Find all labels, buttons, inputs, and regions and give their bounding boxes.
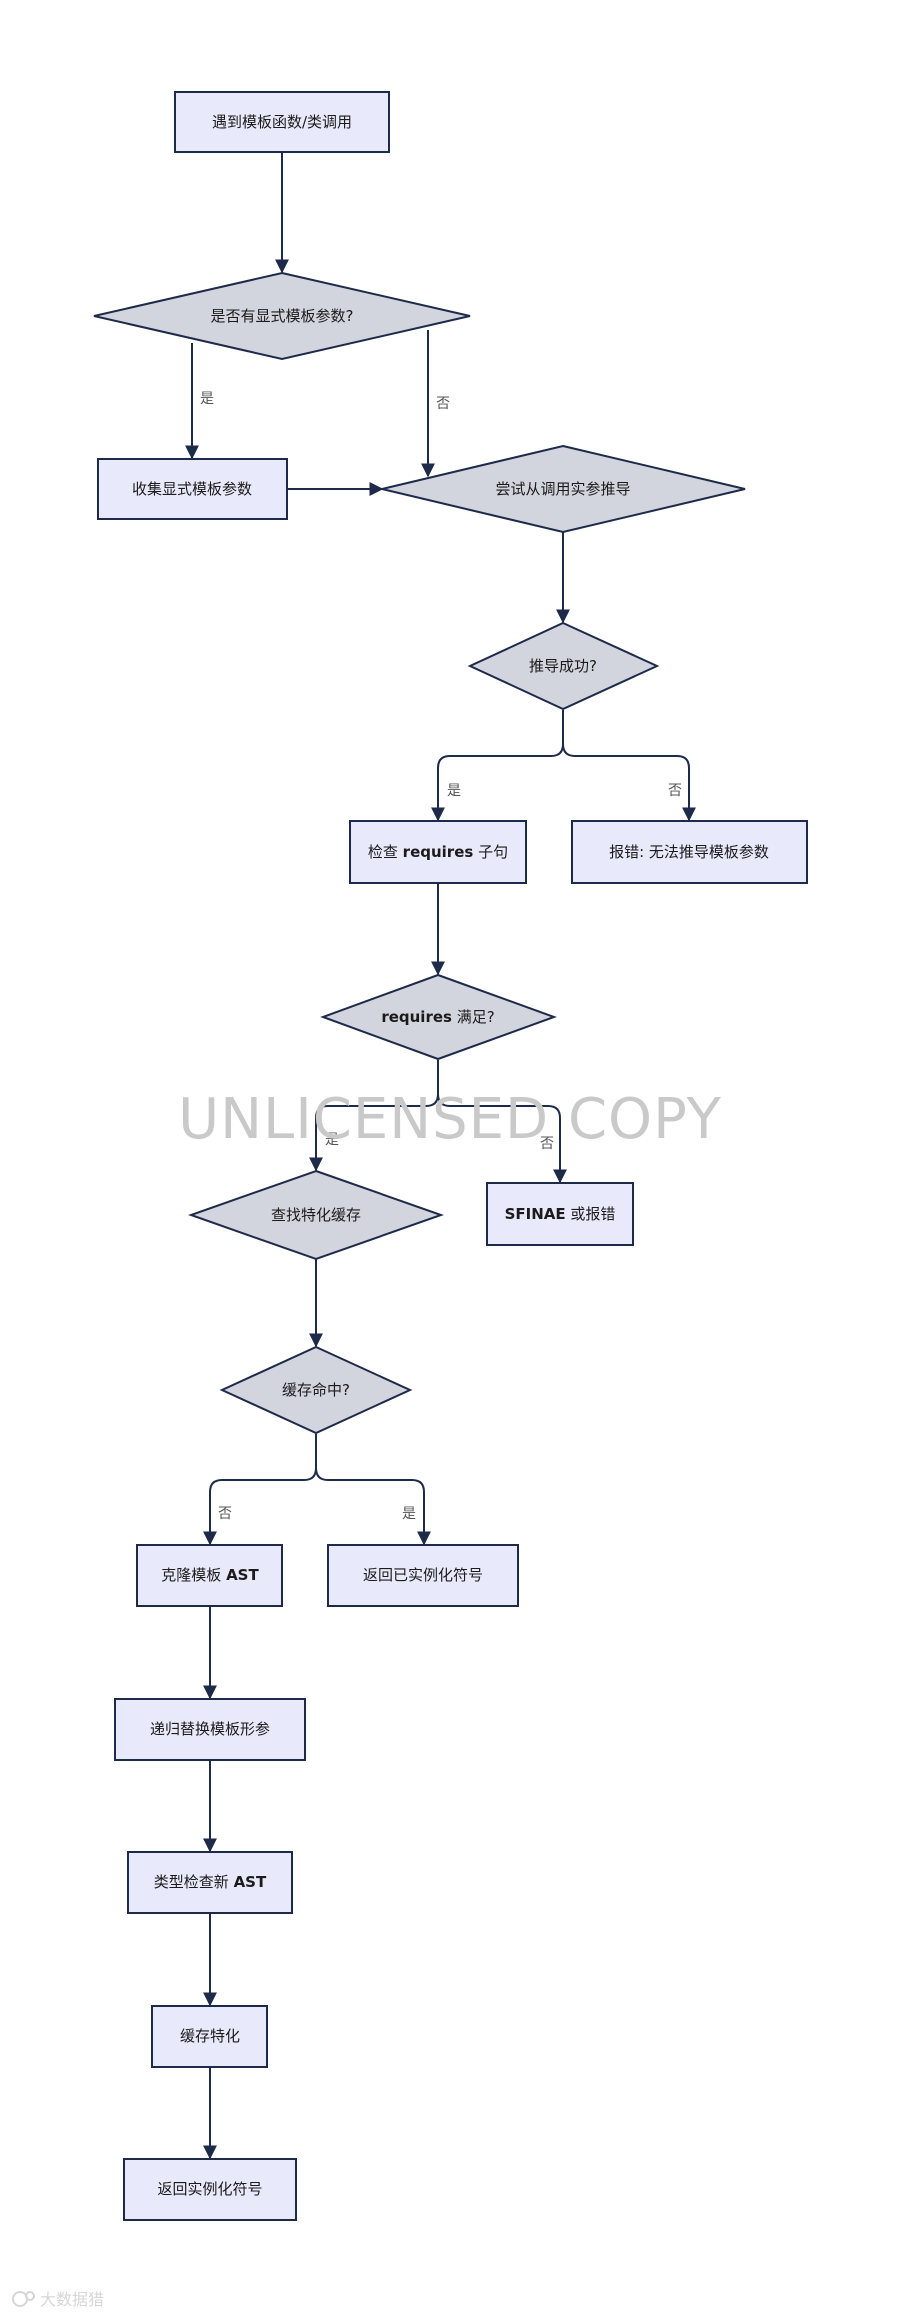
edges [185, 152, 696, 2160]
edge-hit-no [203, 1434, 317, 1546]
node-requires-ok-label: requires 满足? [381, 1008, 494, 1026]
node-start: 遇到模板函数/类调用 [174, 91, 390, 153]
label-explicit-yes: 是 [200, 391, 214, 407]
node-return-existing-label: 返回已实例化符号 [363, 1566, 483, 1584]
node-return-inst: 返回实例化符号 [123, 2158, 297, 2221]
node-sfinae: SFINAE 或报错 [486, 1182, 634, 1246]
watermark: UNLICENSED COPY [178, 1087, 722, 1152]
edge-labels: 是 否 是 否 是 否 否 是 [200, 391, 682, 1522]
label-hit-yes: 是 [402, 1506, 416, 1522]
node-lookup-cache-label: 查找特化缓存 [271, 1206, 361, 1224]
node-cache-hit: 缓存命中? [219, 1345, 413, 1435]
node-check-requires-label: 检查 requires 子句 [368, 843, 508, 861]
node-check-requires: 检查 requires 子句 [349, 820, 527, 884]
node-start-label: 遇到模板函数/类调用 [212, 113, 352, 131]
node-lookup-cache: 查找特化缓存 [187, 1169, 445, 1261]
node-cache-spec-label: 缓存特化 [180, 2027, 240, 2045]
node-return-existing: 返回已实例化符号 [327, 1544, 519, 1607]
node-has-explicit: 是否有显式模板参数? [93, 271, 471, 361]
logo: 大数据猎 [12, 2290, 104, 2309]
node-return-inst-label: 返回实例化符号 [157, 2180, 262, 2198]
label-deduce-yes: 是 [447, 783, 461, 799]
node-deduce-ok-label: 推导成功? [529, 657, 597, 675]
node-clone-ast-label: 克隆模板 AST [161, 1566, 259, 1584]
node-clone-ast: 克隆模板 AST [136, 1544, 283, 1607]
node-sfinae-label: SFINAE 或报错 [505, 1205, 616, 1223]
node-substitute-label: 递归替换模板形参 [150, 1720, 270, 1738]
label-deduce-no: 否 [668, 783, 682, 799]
node-deduce-label: 尝试从调用实参推导 [495, 480, 630, 498]
node-cache-spec: 缓存特化 [151, 2005, 268, 2068]
node-requires-ok: requires 满足? [320, 973, 557, 1061]
label-requires-no: 否 [540, 1136, 554, 1152]
node-deduce-ok: 推导成功? [467, 621, 660, 711]
edge-hit-yes [315, 1434, 431, 1546]
node-deduce-error: 报错: 无法推导模板参数 [571, 820, 808, 884]
node-deduce: 尝试从调用实参推导 [381, 444, 746, 534]
node-deduce-error-label: 报错: 无法推导模板参数 [609, 843, 769, 861]
logo-icon [12, 2291, 35, 2307]
logo-text: 大数据猎 [40, 2290, 104, 2309]
node-substitute: 递归替换模板形参 [114, 1698, 306, 1761]
node-has-explicit-label: 是否有显式模板参数? [211, 307, 354, 325]
node-cache-hit-label: 缓存命中? [282, 1381, 350, 1399]
edge-requires-no [437, 1060, 567, 1184]
edge-deduce-no [562, 710, 696, 822]
label-requires-yes: 是 [325, 1132, 339, 1148]
node-typecheck-label: 类型检查新 AST [154, 1873, 267, 1891]
node-collect: 收集显式模板参数 [97, 458, 288, 520]
label-hit-no: 否 [218, 1506, 232, 1522]
node-typecheck: 类型检查新 AST [127, 1851, 293, 1914]
edge-deduce-yes [431, 710, 564, 822]
label-explicit-no: 否 [436, 396, 450, 412]
node-collect-label: 收集显式模板参数 [132, 480, 252, 498]
edge-requires-yes [309, 1060, 439, 1172]
